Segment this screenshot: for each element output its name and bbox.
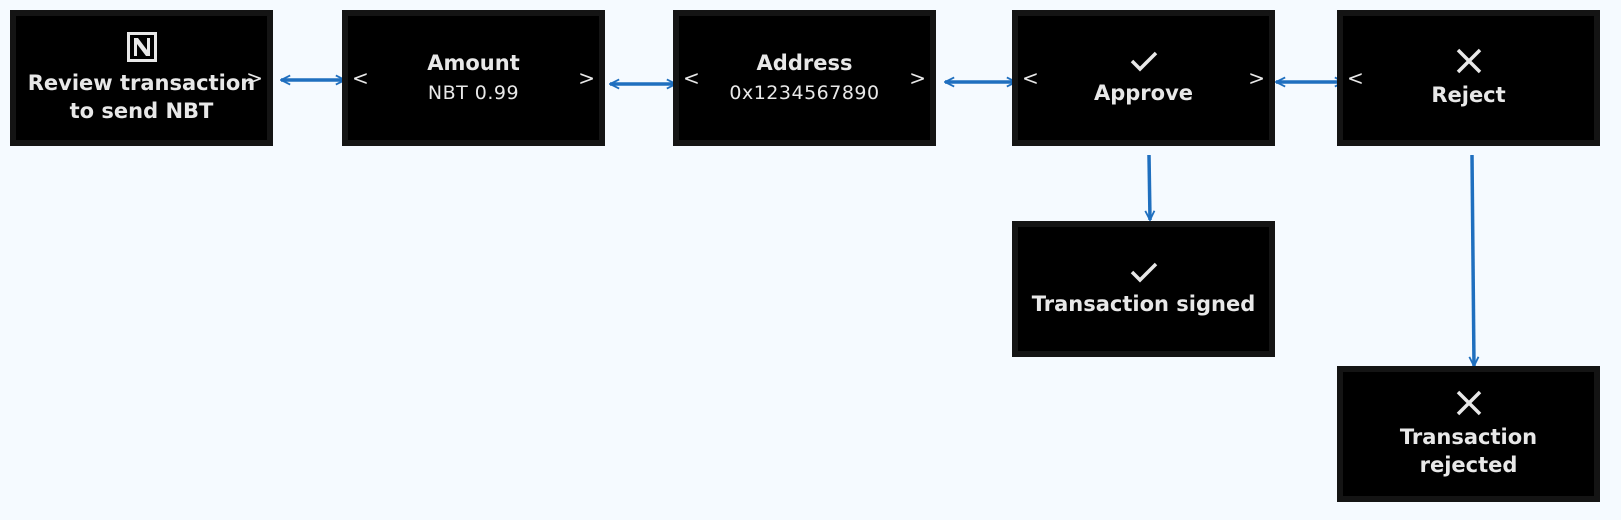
address-title: Address	[756, 51, 853, 75]
next-indicator[interactable]: >	[1248, 66, 1265, 90]
screen-review-transaction: Review transaction to send NBT >	[10, 10, 273, 146]
n-logo-icon	[126, 32, 157, 62]
prev-indicator[interactable]: <	[352, 66, 369, 90]
screen-reject[interactable]: < Reject	[1337, 10, 1600, 146]
screen-transaction-rejected: Transaction rejected	[1337, 366, 1600, 502]
reject-title: Reject	[1431, 83, 1506, 107]
x-icon	[1456, 48, 1481, 74]
screen-amount: < Amount NBT 0.99 >	[342, 10, 605, 146]
address-value: 0x1234567890	[729, 82, 880, 104]
arrow-reject-rejected	[1472, 154, 1474, 366]
amount-title: Amount	[427, 51, 520, 75]
rejected-line2: rejected	[1419, 453, 1518, 477]
checkmark-icon	[1130, 262, 1157, 283]
prev-indicator[interactable]: <	[1347, 66, 1364, 90]
signed-title: Transaction signed	[1031, 292, 1256, 316]
prev-indicator[interactable]: <	[1022, 66, 1039, 90]
screen-transaction-signed: Transaction signed	[1012, 221, 1275, 357]
arrow-approve-signed	[1149, 154, 1150, 220]
checkmark-icon	[1130, 51, 1157, 72]
approve-title: Approve	[1093, 81, 1194, 105]
next-indicator[interactable]: >	[909, 66, 926, 90]
rejected-line1: Transaction	[1399, 425, 1538, 449]
screen-address: < Address 0x1234567890 >	[673, 10, 936, 146]
review-line2: to send NBT	[69, 99, 214, 123]
review-line1: Review transaction	[27, 71, 256, 95]
screen-approve[interactable]: < Approve >	[1012, 10, 1275, 146]
prev-indicator[interactable]: <	[683, 66, 700, 90]
x-icon	[1456, 390, 1481, 416]
amount-value: NBT 0.99	[427, 82, 520, 104]
next-indicator[interactable]: >	[246, 66, 263, 90]
next-indicator[interactable]: >	[578, 66, 595, 90]
